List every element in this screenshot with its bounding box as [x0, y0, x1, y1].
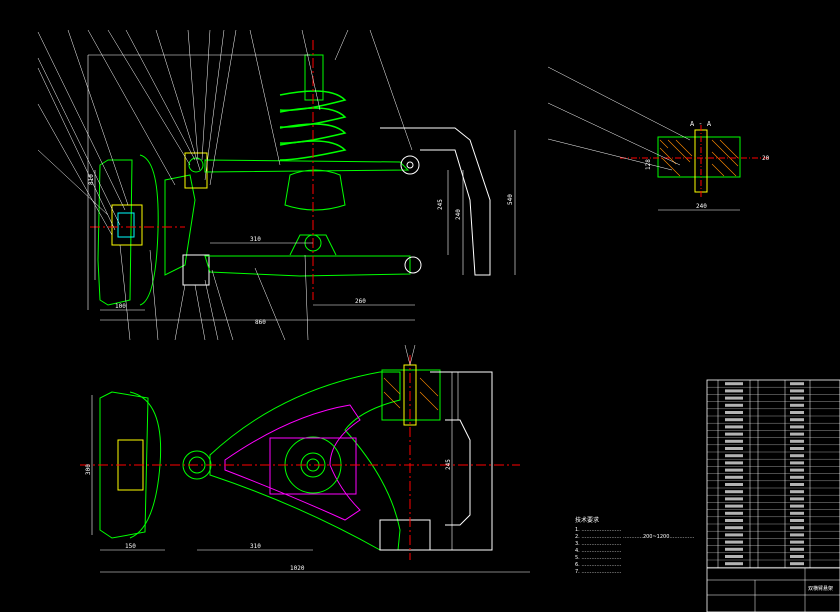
- note-3: 3. ……………………: [575, 541, 621, 547]
- upper-pivot: [400, 155, 420, 175]
- front-view: 100 860 260 310 245 240 540 810: [37, 29, 516, 341]
- section-label: A - A: [690, 120, 712, 128]
- dim-150: 150: [125, 543, 136, 550]
- dim-1020: 1020: [290, 565, 305, 572]
- parts-list: 双横臂悬架: [706, 379, 840, 612]
- dim-860: 860: [255, 319, 266, 326]
- dim-section-20: 20: [762, 155, 770, 162]
- hub-inner: [117, 212, 135, 238]
- upper-control-arm: [204, 159, 410, 173]
- dust-boot: [284, 169, 346, 211]
- steering-knuckle: [164, 174, 196, 276]
- dim-810: 810: [88, 174, 95, 185]
- wheel-rim-inner: [139, 154, 159, 306]
- note-2: 2. …………………… …………200~1200……………: [575, 534, 694, 540]
- lower-pivot: [404, 256, 422, 274]
- dim-100: 100: [115, 303, 126, 310]
- top-bushing-lower: [379, 519, 431, 551]
- hub: [111, 204, 143, 246]
- title-block-name: 双横臂悬架: [808, 585, 833, 592]
- dim-240: 240: [455, 209, 462, 220]
- dim-300: 300: [85, 464, 92, 475]
- dim-245-top: 245: [445, 459, 452, 470]
- upper-ball-joint: [184, 152, 208, 189]
- top-wishbone: [209, 371, 401, 551]
- dim-310-top: 310: [250, 543, 261, 550]
- spring-mount-plate: [269, 437, 357, 495]
- note-4: 4. ……………………: [575, 548, 621, 554]
- notes-title: 技术要求: [575, 516, 599, 524]
- technical-notes: 技术要求 1. …………………… 2. …………………… …………200~120…: [575, 516, 694, 575]
- note-6: 6. ……………………: [575, 562, 621, 568]
- hatch-right: [711, 139, 739, 177]
- shock-absorber: [304, 54, 324, 101]
- frame-bracket: [380, 127, 491, 276]
- dim-260: 260: [355, 298, 366, 305]
- dim-310: 310: [250, 236, 261, 243]
- upper-ball: [188, 157, 204, 173]
- upper-pivot-inner: [406, 161, 414, 169]
- dim-540: 540: [507, 194, 514, 205]
- top-wishbone-inner: [224, 404, 361, 521]
- top-wheel: [99, 391, 149, 539]
- wheel-rim: [97, 159, 133, 306]
- coil-spring: [279, 90, 347, 161]
- bushing-housing: [657, 136, 741, 178]
- note-5: 5. ……………………: [575, 555, 621, 561]
- note-7: 7. ……………………: [575, 569, 621, 575]
- top-bushing-upper: [381, 369, 441, 421]
- section-a-a: A - A 240 20 128: [547, 66, 770, 211]
- note-1: 1. ……………………: [575, 527, 621, 533]
- lower-control-arm: [204, 255, 411, 277]
- leader-lines: [37, 29, 413, 341]
- dim-section-128: 128: [645, 159, 652, 170]
- top-view: 150 310 1020 300 245: [80, 344, 530, 573]
- dim-245: 245: [437, 199, 444, 210]
- dim-section-240: 240: [696, 203, 707, 210]
- top-frame: [430, 371, 493, 551]
